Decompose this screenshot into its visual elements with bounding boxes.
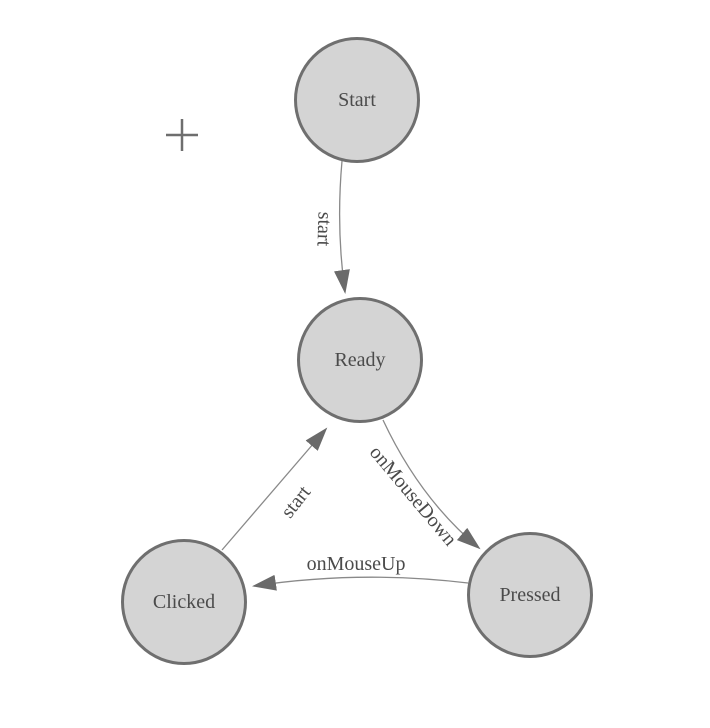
edge-label-start-2: start [277, 481, 316, 522]
edge-ready-to-pressed[interactable]: onMouseDown [365, 419, 481, 551]
state-circle[interactable] [294, 37, 420, 163]
edge-label-onmouseup: onMouseUp [307, 553, 406, 575]
state-circle[interactable] [297, 297, 423, 423]
origin-crosshair-icon [166, 119, 198, 151]
state-label-clicked: Clicked [153, 591, 215, 613]
state-node-start[interactable]: Start [294, 37, 420, 163]
state-circle[interactable] [121, 539, 247, 665]
edge-pressed-to-clicked[interactable]: onMouseUp [252, 553, 469, 591]
edge-line[interactable] [334, 160, 350, 294]
state-label-pressed: Pressed [499, 584, 560, 606]
edge-line[interactable] [252, 574, 469, 591]
edge-clicked-to-ready[interactable]: start [221, 427, 328, 551]
edge-line[interactable] [382, 419, 481, 550]
state-node-ready[interactable]: Ready [297, 297, 423, 423]
state-label-start: Start [338, 89, 376, 111]
state-node-pressed[interactable]: Pressed [467, 532, 593, 658]
edge-label-onmousedown: onMouseDown [365, 442, 461, 551]
state-node-clicked[interactable]: Clicked [121, 539, 247, 665]
state-label-ready: Ready [334, 349, 385, 371]
edge-start-to-ready[interactable]: start [312, 160, 350, 294]
edge-label-start-1: start [312, 211, 335, 247]
state-circle[interactable] [467, 532, 593, 658]
edge-line[interactable] [221, 427, 328, 551]
